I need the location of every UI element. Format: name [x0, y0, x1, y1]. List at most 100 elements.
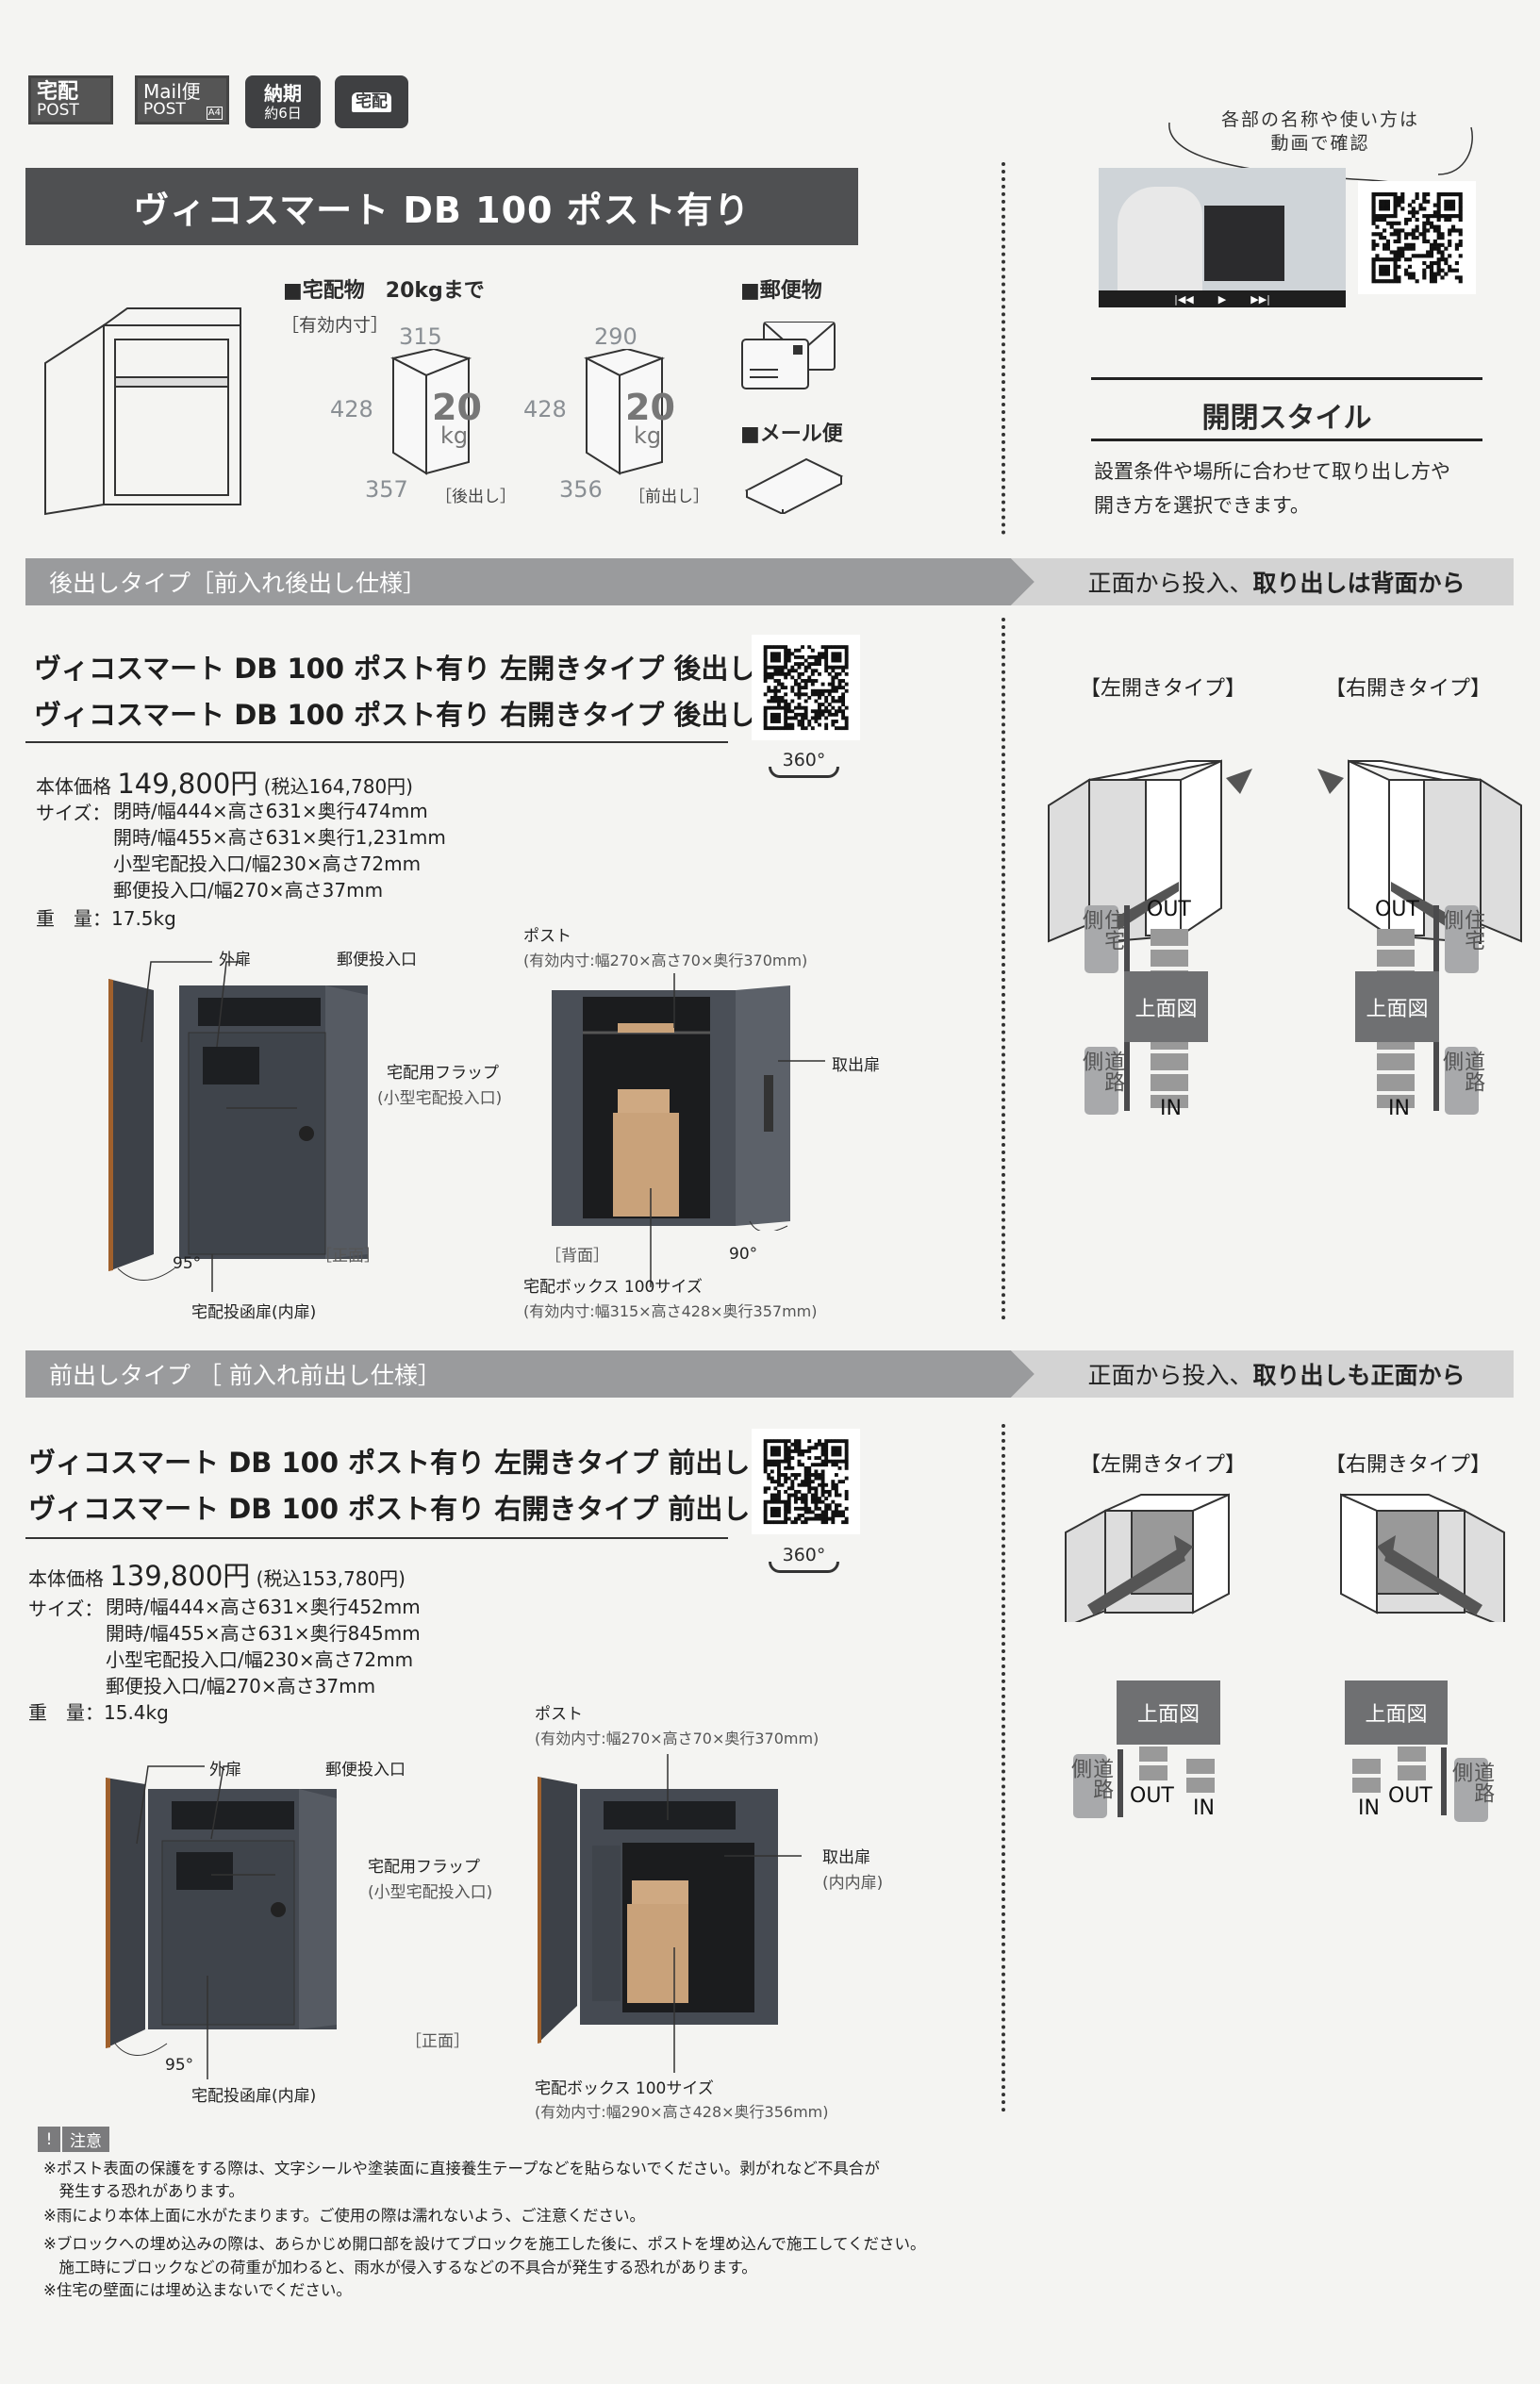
qr-module: [820, 1446, 825, 1450]
qr-module: [790, 1482, 795, 1487]
qr-module: [837, 665, 842, 670]
qr-module: [1426, 264, 1431, 269]
qr-module: [784, 726, 788, 731]
qr-module: [831, 1459, 836, 1464]
qr-module: [1458, 275, 1463, 280]
qr-module: [814, 654, 819, 659]
qr-module: [1436, 210, 1441, 215]
price-tax: (税込164,780円): [263, 775, 413, 798]
qr-module: [803, 716, 808, 720]
qr-module: [797, 695, 802, 700]
qr-module: [763, 716, 768, 720]
qr-module: [797, 1514, 802, 1517]
qr-module: [841, 1514, 846, 1517]
qr-module: [837, 1480, 842, 1484]
qr-module: [824, 1482, 829, 1487]
qr-module: [1385, 199, 1390, 204]
qr-module: [773, 1514, 778, 1517]
qr-module: [763, 671, 768, 676]
qr-module: [787, 709, 791, 714]
qr-module: [834, 1459, 838, 1464]
qr-module: [834, 1489, 838, 1494]
exclamation-icon: !: [38, 2127, 60, 2152]
qr-module: [767, 1476, 771, 1481]
video-qr-code[interactable]: [1358, 181, 1476, 294]
qr-module: [824, 1449, 829, 1453]
qr-module: [841, 712, 846, 717]
note-line: ※ポスト表面の保護をする際は、文字シールや塗装面に直接養生テープなどを貼らないで…: [43, 2160, 880, 2177]
qr-module: [1397, 232, 1401, 237]
qr-module: [831, 1452, 836, 1457]
qr-module: [844, 1489, 849, 1494]
qr-module: [827, 1516, 832, 1521]
qr-module: [1444, 272, 1449, 276]
view-360-icon[interactable]: 360°: [769, 750, 839, 778]
qr-module: [803, 669, 808, 673]
qr-module: [1400, 192, 1405, 197]
qr-module: [1436, 236, 1441, 240]
qr-module: [1404, 257, 1409, 262]
qr-module: [1397, 275, 1401, 280]
qr-module: [784, 675, 788, 680]
qr-module: [1383, 268, 1387, 273]
qr-module: [763, 1499, 768, 1504]
prev-icon[interactable]: |◀◀: [1174, 292, 1194, 306]
qr-module: [820, 692, 825, 697]
qr-module: [797, 671, 802, 676]
qr-module: [1458, 232, 1463, 237]
qr-module: [837, 686, 842, 690]
qr-module: [793, 1473, 798, 1477]
qr-module: [824, 709, 829, 714]
qr-module: [1436, 232, 1441, 237]
qr-module: [784, 1499, 788, 1504]
qr-module: [770, 1514, 774, 1517]
product-photo-back: [552, 985, 790, 1231]
qr-module: [787, 658, 791, 663]
qr-module: [1385, 257, 1390, 262]
qr-module: [801, 726, 805, 731]
qr-module: [793, 682, 798, 687]
qr-module: [1375, 254, 1380, 258]
qr-module: [1422, 207, 1427, 211]
qr-module: [1393, 207, 1398, 211]
qr-module: [1432, 279, 1437, 284]
qr-module: [807, 665, 812, 670]
qr-module: [834, 1482, 838, 1487]
qr-module: [787, 1439, 791, 1444]
qr-module: [790, 686, 795, 690]
qr-module: [1454, 228, 1459, 233]
next-icon[interactable]: ▶▶|: [1250, 292, 1270, 306]
qr-module: [814, 669, 819, 673]
qr-module: [1371, 268, 1376, 273]
out-label: OUT: [1375, 898, 1419, 921]
qr-module: [814, 1516, 819, 1521]
qr-module: [773, 692, 778, 697]
qr-module: [1371, 221, 1376, 225]
type-left-label: 【左開きタイプ】: [1080, 1453, 1247, 1477]
qr-module: [784, 705, 788, 710]
video-thumbnail[interactable]: |◀◀ ▶ ▶▶|: [1099, 168, 1346, 307]
qr-module: [790, 1520, 795, 1525]
product-qr-code[interactable]: [752, 635, 860, 740]
qr-module: [1371, 199, 1376, 204]
product-qr-code[interactable]: [752, 1429, 860, 1534]
qr-module: [831, 654, 836, 659]
qr-module: [1400, 246, 1405, 251]
price-label: 本体価格: [28, 1567, 104, 1590]
qr-module: [770, 654, 774, 659]
qr-module: [1458, 199, 1463, 204]
product-title: ヴィコスマート DB 100 ポスト有り 右開きタイプ 前出し: [28, 1493, 751, 1525]
qr-module: [803, 1497, 808, 1501]
qr-module: [787, 726, 791, 731]
play-icon[interactable]: ▶: [1217, 292, 1227, 306]
qr-module: [1397, 236, 1401, 240]
view-360-icon[interactable]: 360°: [769, 1545, 839, 1573]
qr-module: [810, 679, 815, 683]
qr-module: [818, 1497, 821, 1501]
qr-module: [824, 1439, 829, 1444]
in-label: IN: [1358, 1796, 1380, 1820]
qr-module: [790, 669, 795, 673]
qr-module: [1411, 242, 1416, 247]
qr-module: [841, 1480, 846, 1484]
qr-module: [834, 712, 838, 717]
